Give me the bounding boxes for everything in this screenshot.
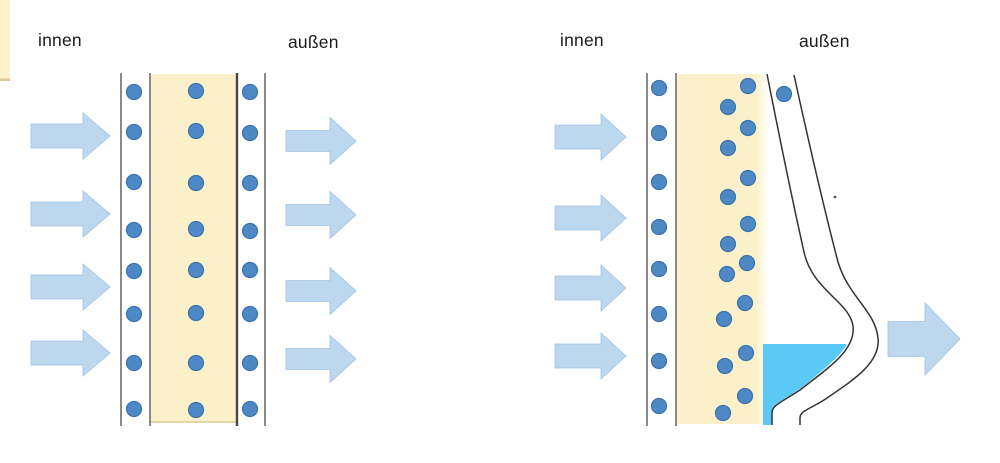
right-panel-vapor-dot-insulation bbox=[719, 235, 737, 253]
page-corner-strip-edge bbox=[0, 78, 10, 81]
left-panel-vapor-dot bbox=[125, 83, 143, 101]
left-panel-outflow-arrow bbox=[285, 116, 357, 166]
right-panel-outflow-arrow-big bbox=[887, 302, 961, 376]
left-panel-vapor-dot bbox=[187, 122, 205, 140]
left-panel-vapor-dot bbox=[125, 305, 143, 323]
right-panel-vapor-dot-insulation bbox=[736, 387, 754, 405]
right-panel-vapor-dot-insulation bbox=[739, 215, 757, 233]
right-panel-inflow-arrow bbox=[554, 194, 627, 242]
right-panel-vapor-dot-insulation bbox=[716, 357, 734, 375]
left-panel-outflow-arrow bbox=[285, 190, 357, 240]
left-panel-outflow-arrow bbox=[285, 266, 357, 316]
right-panel-tiny-mark bbox=[833, 195, 837, 199]
right-panel-wall-line bbox=[675, 73, 677, 426]
right-panel-vapor-dot-insulation bbox=[736, 294, 754, 312]
left-panel-vapor-dot bbox=[241, 124, 259, 142]
right-panel-inflow-arrow bbox=[554, 113, 627, 161]
left-panel-inflow-arrow bbox=[30, 329, 111, 377]
left-panel-vapor-dot bbox=[187, 82, 205, 100]
left-panel-vapor-dot bbox=[187, 220, 205, 238]
left-panel-vapor-dot bbox=[125, 400, 143, 418]
right-panel-condensate-water bbox=[763, 344, 847, 425]
right-panel-inflow-arrow bbox=[554, 264, 627, 312]
right-panel-vapor-dot-insulation bbox=[714, 404, 732, 422]
label-aussen-left-panel: außen bbox=[288, 32, 339, 52]
right-panel-vapor-dot-insulation bbox=[719, 188, 737, 206]
right-panel-vapor-dot-insulation bbox=[738, 254, 756, 272]
left-panel-insulation-bottom-edge bbox=[151, 421, 236, 423]
right-panel-vapor-dot bbox=[650, 397, 668, 415]
left-panel-vapor-dot bbox=[125, 354, 143, 372]
left-panel-vapor-dot bbox=[187, 261, 205, 279]
right-panel-vapor-dot-insulation bbox=[739, 77, 757, 95]
right-panel-vapor-dot bbox=[650, 352, 668, 370]
right-panel-escaped-vapor-dot bbox=[775, 85, 793, 103]
right-panel-wall-line bbox=[646, 73, 648, 426]
left-panel-vapor-dot bbox=[241, 83, 259, 101]
right-panel-vapor-dot-insulation bbox=[737, 344, 755, 362]
right-panel-vapor-dot-insulation bbox=[739, 169, 757, 187]
left-panel-wall-line bbox=[264, 73, 266, 426]
left-panel-inflow-arrow bbox=[30, 190, 111, 238]
left-panel-vapor-dot bbox=[241, 174, 259, 192]
left-panel-vapor-dot bbox=[241, 222, 259, 240]
left-panel-vapor-dot bbox=[125, 123, 143, 141]
left-panel-wall-line bbox=[235, 73, 239, 426]
label-aussen-right-panel: außen bbox=[799, 31, 850, 51]
page-corner-strip bbox=[0, 0, 10, 81]
left-panel-vapor-dot bbox=[187, 174, 205, 192]
right-panel-vapor-dot bbox=[650, 260, 668, 278]
left-panel-vapor-dot bbox=[125, 262, 143, 280]
right-panel-vapor-dot-insulation bbox=[719, 139, 737, 157]
left-panel-vapor-dot bbox=[125, 173, 143, 191]
left-panel-vapor-dot bbox=[241, 400, 259, 418]
right-panel-vapor-dot bbox=[650, 218, 668, 236]
right-panel-vapor-dot-insulation bbox=[718, 265, 736, 283]
left-panel-vapor-dot bbox=[187, 304, 205, 322]
left-panel-wall-line bbox=[149, 73, 151, 426]
right-panel-vapor-dot-insulation bbox=[715, 310, 733, 328]
right-panel-vapor-dot bbox=[650, 173, 668, 191]
left-panel-vapor-dot bbox=[187, 354, 205, 372]
right-panel-membrane-line-outer bbox=[793, 74, 879, 425]
right-panel-vapor-dot bbox=[650, 79, 668, 97]
left-panel-outflow-arrow bbox=[285, 334, 357, 384]
right-panel-vapor-dot-insulation bbox=[719, 98, 737, 116]
left-panel-inflow-arrow bbox=[30, 263, 111, 311]
left-panel-vapor-dot bbox=[125, 221, 143, 239]
left-panel-vapor-dot bbox=[241, 261, 259, 279]
right-panel-vapor-dot bbox=[650, 305, 668, 323]
left-panel-wall-line bbox=[120, 73, 122, 426]
right-panel-inflow-arrow bbox=[554, 332, 627, 380]
right-panel-vapor-dot bbox=[650, 124, 668, 142]
left-panel-vapor-dot bbox=[187, 401, 205, 419]
left-panel-vapor-dot bbox=[241, 305, 259, 323]
label-innen-right-panel: innen bbox=[560, 30, 604, 50]
label-innen-left-panel: innen bbox=[38, 30, 82, 50]
left-panel-vapor-dot bbox=[241, 354, 259, 372]
left-panel-inflow-arrow bbox=[30, 112, 111, 160]
right-panel-membrane-line-inner bbox=[766, 73, 854, 425]
right-panel-vapor-dot-insulation bbox=[739, 119, 757, 137]
